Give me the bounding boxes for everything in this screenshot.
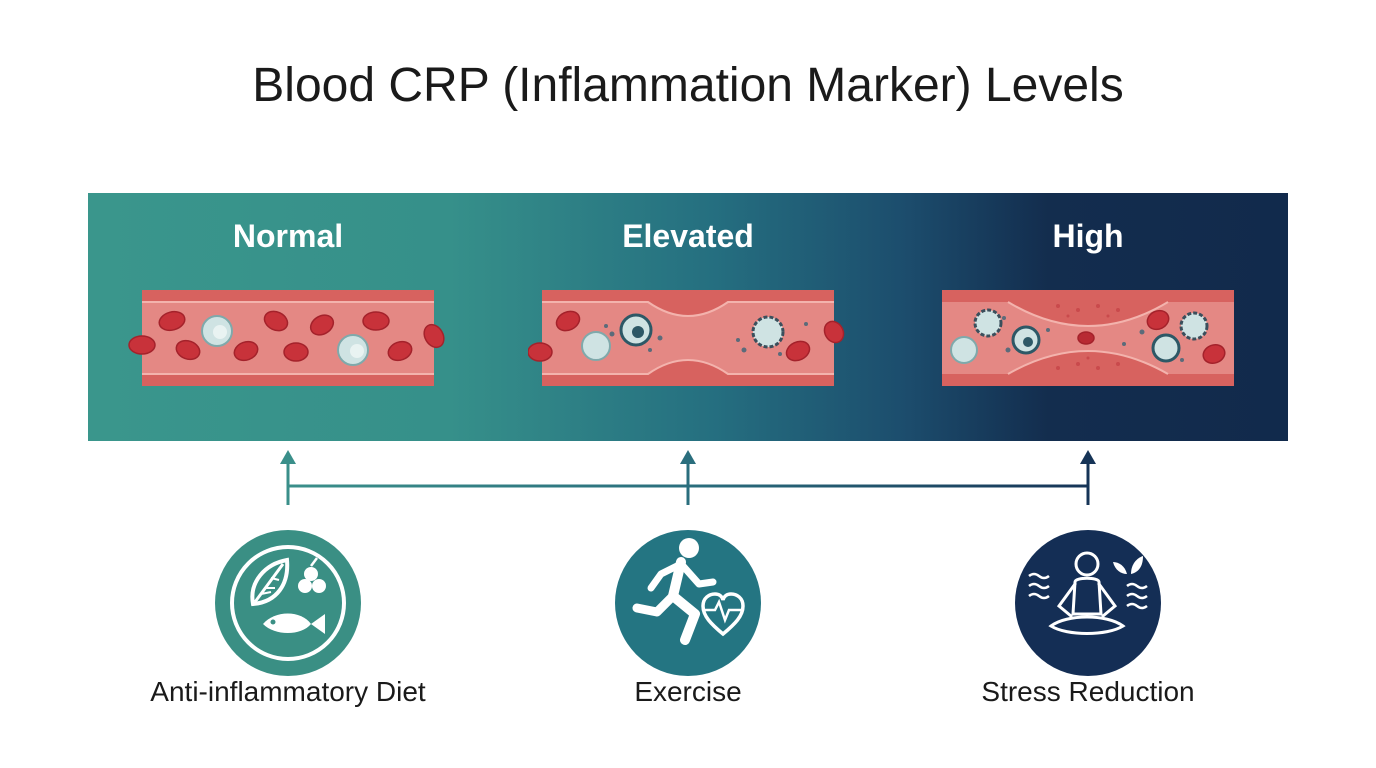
plaque-spots — [1056, 304, 1120, 370]
meditation-person-icon — [1028, 551, 1148, 635]
exercise-icon-circle — [615, 530, 761, 676]
arrow-normal — [280, 450, 296, 505]
action-label-diet: Anti-inflammatory Diet — [150, 676, 426, 707]
red-blood-cells — [528, 310, 845, 362]
running-person-heartbeat-icon — [632, 538, 745, 645]
normal-blood-vessel — [128, 290, 445, 386]
high-blood-vessel — [942, 290, 1234, 386]
stage-label-high: High — [1052, 218, 1124, 254]
elevated-blood-vessel — [528, 290, 845, 386]
page-title: Blood CRP (Inflammation Marker) Levels — [252, 59, 1124, 112]
action-label-exercise: Exercise — [634, 676, 742, 707]
white-blood-cells — [581, 313, 785, 361]
stress-reduction-icon-circle — [1015, 530, 1161, 676]
white-blood-cells — [950, 308, 1209, 364]
red-blood-cells — [128, 310, 445, 362]
stage-label-normal: Normal — [232, 218, 344, 254]
arrow-high — [1080, 450, 1096, 505]
stage-label-elevated: Elevated — [622, 218, 754, 254]
inflammation-particles — [604, 322, 808, 356]
red-blood-cells — [1077, 309, 1226, 365]
diet-leaf-berries-fish-icon — [230, 545, 346, 661]
diet-icon-circle — [215, 530, 361, 676]
action-label-stress-reduction: Stress Reduction — [981, 676, 1195, 707]
white-blood-cells — [201, 315, 369, 366]
arrow-elevated — [680, 450, 696, 505]
action-connector-arrows — [280, 450, 1096, 505]
inflammation-particles — [1002, 316, 1184, 362]
